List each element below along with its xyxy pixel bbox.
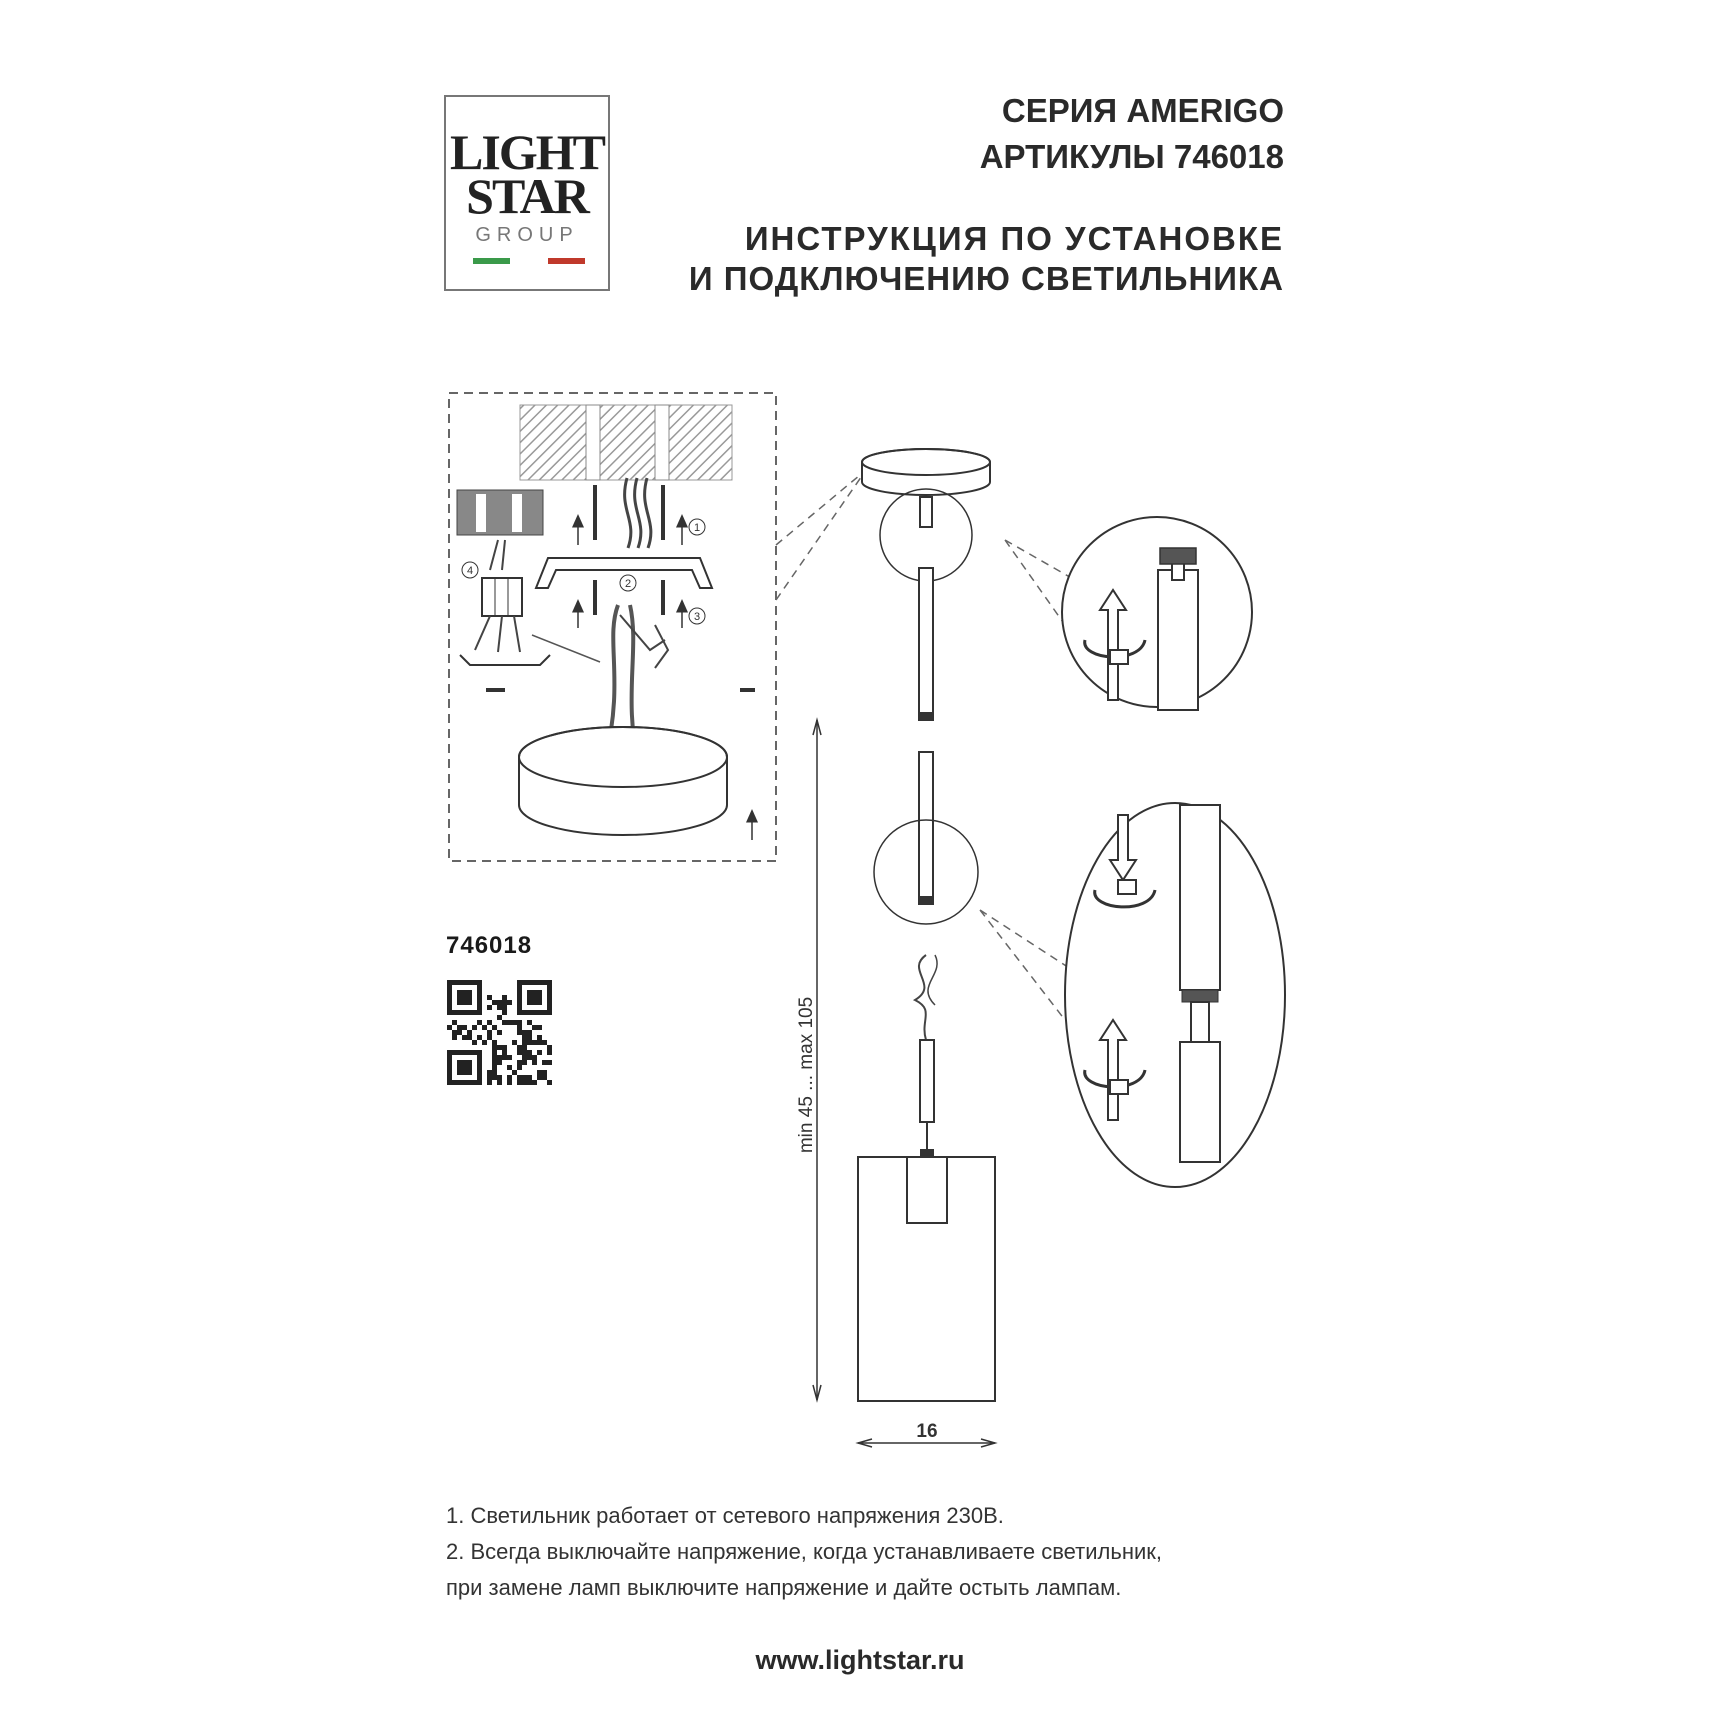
step-number-2: 2: [625, 578, 631, 590]
note-line: при замене ламп выключите напряжение и д…: [446, 1575, 1122, 1600]
rod-connection-detail-bottom: [979, 802, 1286, 1188]
step-number-4: 4: [467, 565, 473, 577]
logo-text-star: STAR: [466, 168, 590, 224]
series-label: СЕРИЯ AMERIGO: [1001, 92, 1284, 129]
step-number-1: 1: [694, 522, 700, 534]
qr-code: [447, 980, 552, 1085]
screw-icon: [486, 485, 755, 692]
flag-red: [547, 258, 585, 264]
italian-flag-stripe: [473, 258, 585, 264]
website-link[interactable]: www.lightstar.ru: [755, 1645, 965, 1675]
logo-text-light: LIGHT: [450, 124, 606, 180]
rod-connection-detail-top: [1004, 516, 1253, 711]
safety-notes: 1. Светильник работает от сетевого напря…: [446, 1498, 1306, 1606]
article-number: 746018: [446, 932, 533, 959]
ceiling-mount-detail: 1 2 3 4: [448, 392, 777, 862]
flag-white: [510, 258, 548, 264]
note-line: 2. Всегда выключайте напряжение, когда у…: [446, 1539, 1163, 1564]
articles-label: АРТИКУЛЫ 746018: [979, 138, 1284, 175]
document-title-line1: ИНСТРУКЦИЯ ПО УСТАНОВКЕ: [744, 220, 1284, 257]
document-title-line2: И ПОДКЛЮЧЕНИЮ СВЕТИЛЬНИКА: [688, 260, 1284, 297]
step-number-3: 3: [694, 611, 700, 623]
flag-green: [473, 258, 511, 264]
luminaire-drawing: [857, 448, 996, 1402]
width-label: 16: [916, 1421, 937, 1442]
height-label: min 45 ... max 105: [796, 997, 817, 1153]
logo-text-group: GROUP: [475, 224, 579, 246]
note-line: 1. Светильник работает от сетевого напря…: [446, 1503, 1004, 1528]
brand-logo: LIGHT STAR GROUP: [444, 95, 610, 291]
height-dimension: min 45 ... max 105: [796, 717, 822, 1403]
rotate-up-arrow-icon: [1083, 588, 1147, 701]
rotate-up-arrow-icon: [1083, 1018, 1147, 1121]
width-dimension: 16: [855, 1421, 998, 1448]
rotate-down-arrow-icon: [1093, 814, 1157, 909]
